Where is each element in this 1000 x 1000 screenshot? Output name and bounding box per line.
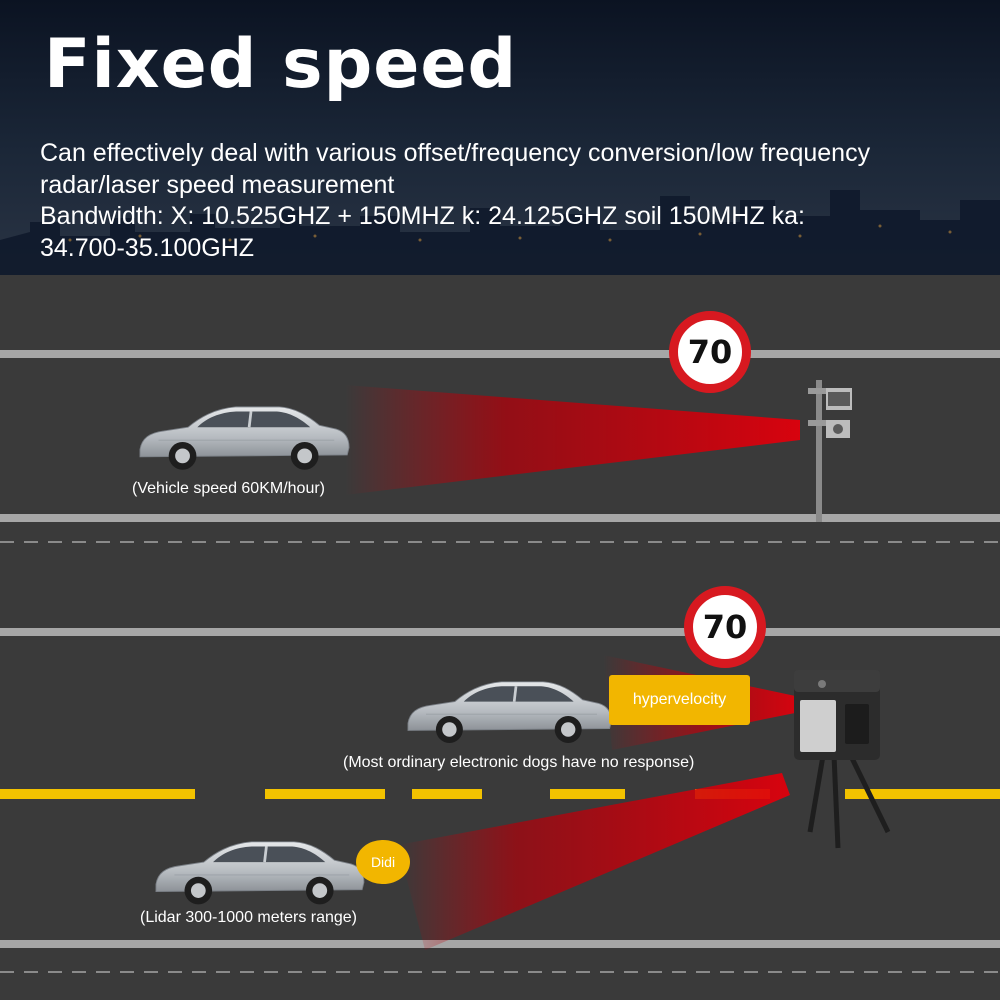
didi-badge: Didi [356,840,410,884]
description-line: 34.700-35.100GHZ [40,233,255,262]
electronic-dog-caption: (Most ordinary electronic dogs have no r… [343,754,695,771]
hypervelocity-badge: hypervelocity [609,675,750,725]
description-line: Can effectively deal with various offset… [40,139,871,167]
speed-limit-sign: 70 [684,586,766,668]
vehicle-speed-caption: (Vehicle speed 60KM/hour) [132,480,325,497]
description: Can effectively deal with various offset… [40,138,970,264]
speed-limit-sign: 70 [669,311,751,393]
description-line: radar/laser speed measurement [40,170,395,199]
page-title: Fixed speed [44,25,518,104]
description-line: Bandwidth: X: 10.525GHZ + 150MHZ k: 24.1… [40,202,805,230]
lidar-range-caption: (Lidar 300-1000 meters range) [140,909,358,926]
